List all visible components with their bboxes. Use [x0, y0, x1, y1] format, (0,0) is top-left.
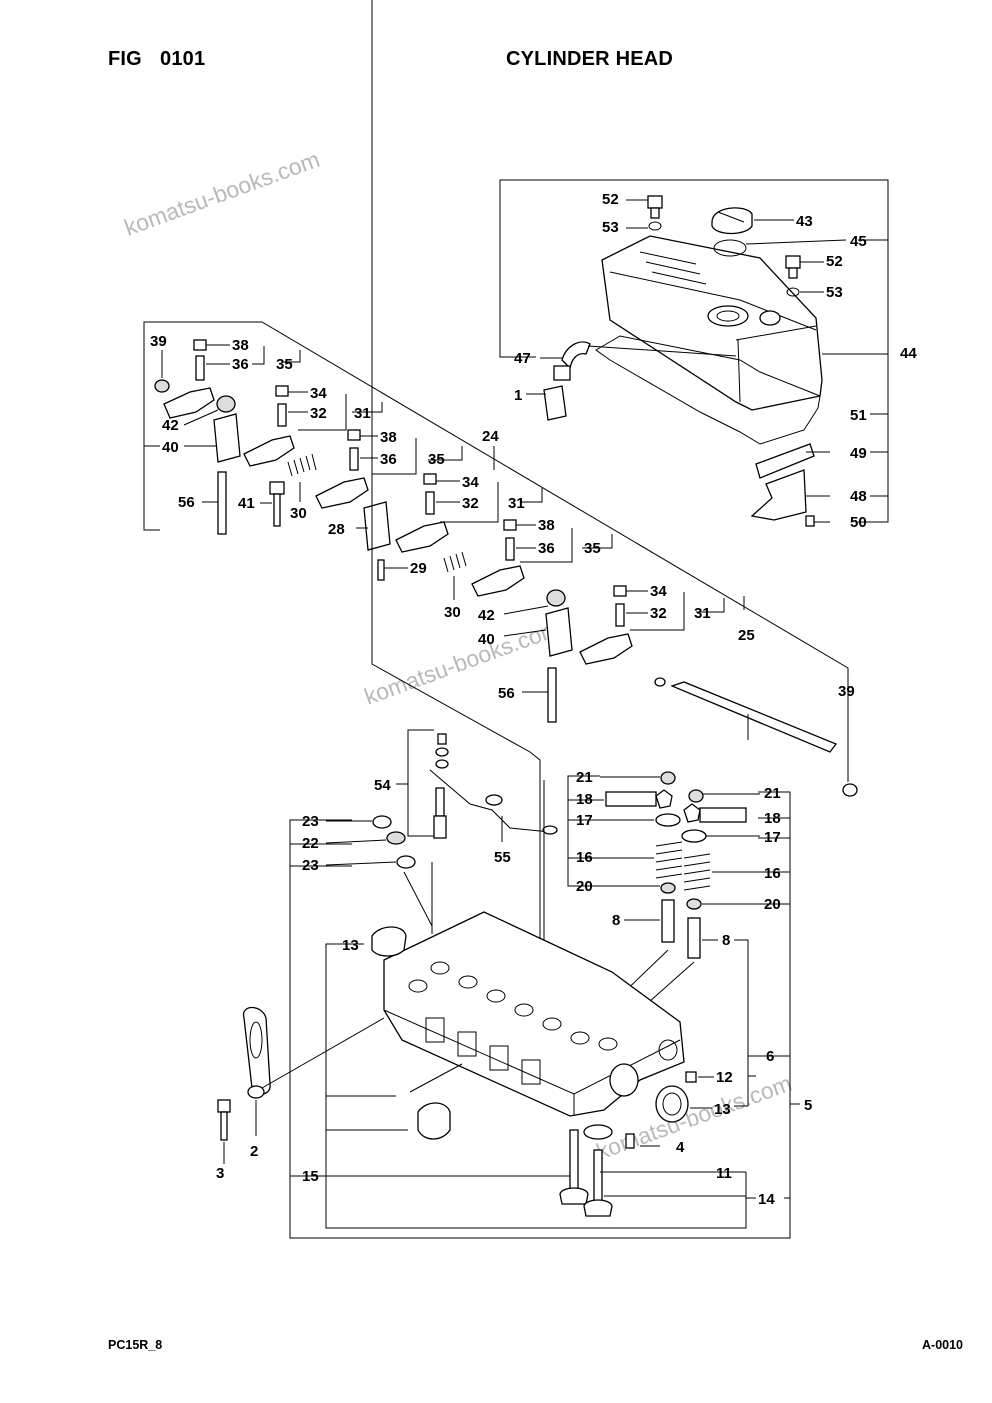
callout-35: 35 [276, 356, 293, 373]
callout-49: 49 [850, 445, 867, 462]
callout-21: 21 [764, 785, 781, 802]
callout-30: 30 [290, 505, 307, 522]
callout-18: 18 [764, 810, 781, 827]
callout-42: 42 [162, 417, 179, 434]
callout-1: 1 [514, 387, 522, 404]
callout-8: 8 [722, 932, 730, 949]
callout-36: 36 [232, 356, 249, 373]
callout-45: 45 [850, 233, 867, 250]
callout-53: 53 [602, 219, 619, 236]
callout-17: 17 [576, 812, 593, 829]
callout-35: 35 [428, 451, 445, 468]
callout-32: 32 [650, 605, 667, 622]
rocker-cover-group [499, 179, 889, 527]
callout-40: 40 [478, 631, 495, 648]
callout-22: 22 [302, 835, 319, 852]
callout-56: 56 [498, 685, 515, 702]
callout-16: 16 [764, 865, 781, 882]
callout-52: 52 [602, 191, 619, 208]
callout-34: 34 [462, 474, 479, 491]
callout-38: 38 [538, 517, 555, 534]
callout-36: 36 [538, 540, 555, 557]
callout-56: 56 [178, 494, 195, 511]
callout-47: 47 [514, 350, 531, 367]
callout-38: 38 [380, 429, 397, 446]
callout-16: 16 [576, 849, 593, 866]
model-code: PC15R_8 [108, 1338, 163, 1352]
watermark-2: komatsu-books.com [361, 615, 563, 710]
callout-30: 30 [444, 604, 461, 621]
callout-39: 39 [838, 683, 855, 700]
callout-34: 34 [310, 385, 327, 402]
callout-23: 23 [302, 857, 319, 874]
callout-28: 28 [328, 521, 345, 538]
callout-15: 15 [302, 1168, 319, 1185]
callout-12: 12 [716, 1069, 733, 1086]
valve-group [289, 771, 791, 1239]
callout-25: 25 [738, 627, 755, 644]
callout-24: 24 [482, 428, 499, 445]
callout-40: 40 [162, 439, 179, 456]
callout-6: 6 [766, 1048, 774, 1065]
callout-55: 55 [494, 849, 511, 866]
callout-44: 44 [900, 345, 917, 362]
callout-20: 20 [764, 896, 781, 913]
cylinder-head-group [217, 815, 747, 1229]
callout-13: 13 [342, 937, 359, 954]
glow-plug-group [371, 0, 558, 1040]
callout-4: 4 [676, 1139, 685, 1156]
page-title: CYLINDER HEAD [506, 48, 674, 70]
callout-3: 3 [216, 1165, 224, 1182]
oring-45 [713, 239, 747, 257]
fig-number: 0101 [160, 48, 206, 70]
page-code: A-0010 [922, 1338, 963, 1352]
callout-41: 41 [238, 495, 255, 512]
callout-29: 29 [410, 560, 427, 577]
callout-31: 31 [354, 405, 371, 422]
callout-31: 31 [508, 495, 525, 512]
callout-43: 43 [796, 213, 813, 230]
callout-36: 36 [380, 451, 397, 468]
callout-34: 34 [650, 583, 667, 600]
callout-14: 14 [758, 1191, 775, 1208]
callout-38: 38 [232, 337, 249, 354]
callout-42: 42 [478, 607, 495, 624]
watermark-1: komatsu-books.com [121, 146, 323, 241]
callout-18: 18 [576, 791, 593, 808]
fig-label: FIG [108, 48, 142, 70]
callout-11: 11 [716, 1165, 732, 1182]
callout-20: 20 [576, 878, 593, 895]
callout-35: 35 [584, 540, 601, 557]
callout-53: 53 [826, 284, 843, 301]
callout-32: 32 [462, 495, 479, 512]
callout-31: 31 [694, 605, 711, 622]
callout-50: 50 [850, 514, 867, 531]
callout-52: 52 [826, 253, 843, 270]
callout-48: 48 [850, 488, 867, 505]
callout-17: 17 [764, 829, 781, 846]
callout-2: 2 [250, 1143, 258, 1160]
callout-54: 54 [374, 777, 391, 794]
callout-51: 51 [850, 407, 867, 424]
callout-21: 21 [576, 769, 593, 786]
callout-8: 8 [612, 912, 620, 929]
callouts: 52 53 43 45 52 53 47 44 1 51 49 48 50 39… [150, 191, 917, 1208]
callout-13: 13 [714, 1101, 731, 1118]
callout-5: 5 [804, 1097, 812, 1114]
rocker-arm-group [143, 321, 858, 797]
callout-39: 39 [150, 333, 167, 350]
callout-32: 32 [310, 405, 327, 422]
callout-23: 23 [302, 813, 319, 830]
